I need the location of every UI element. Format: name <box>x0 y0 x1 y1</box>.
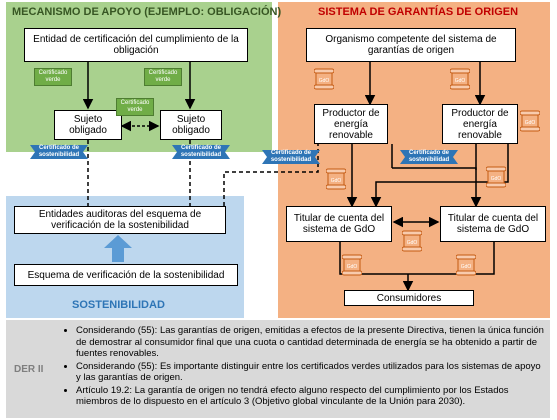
scroll-icon: GdO <box>449 68 471 95</box>
note-item: Artículo 19.2: La garantía de origen no … <box>76 385 548 408</box>
scroll-icon: GdO <box>325 168 347 195</box>
certificado-sostenibilidad-label: Certificado de sostenibilidad <box>38 145 80 158</box>
gdo-label: GdO <box>347 264 358 270</box>
productor-2-box: Productor de energía renovable <box>442 104 518 144</box>
entidades-auditoras-box: Entidades auditoras del esquema de verif… <box>14 206 226 234</box>
ribbon-icon: Certificado de sostenibilidad <box>400 148 458 166</box>
support-mechanism-title: MECANISMO DE APOYO (EJEMPLO: OBLIGACIÓN) <box>12 6 282 18</box>
titular-2-box: Titular de cuenta del sistema de GdO <box>440 206 546 242</box>
scroll-icon: GdO <box>401 230 423 257</box>
notes-label: DER II <box>14 364 44 375</box>
organismo-competente-box: Organismo competente del sistema de gara… <box>306 28 516 62</box>
scroll-icon: GdO <box>313 68 335 95</box>
certificado-sostenibilidad-label: Certificado de sostenibilidad <box>408 150 450 163</box>
scroll-icon: GdO <box>341 254 363 281</box>
certificado-sostenibilidad-label: Certificado de sostenibilidad <box>270 150 312 163</box>
ribbon-icon: Certificado de sostenibilidad <box>172 143 230 161</box>
titular-1-box: Titular de cuenta del sistema de GdO <box>286 206 392 242</box>
guarantees-title: SISTEMA DE GARANTÍAS DE ORIGEN <box>318 6 519 18</box>
gdo-label: GdO <box>461 264 472 270</box>
notes-panel <box>6 320 550 418</box>
gdo-label: GdO <box>331 178 342 184</box>
certificado-verde-badge: Certificado verde <box>116 98 154 116</box>
sujeto-obligado-1-box: Sujeto obligado <box>54 110 122 140</box>
ribbon-icon: Certificado de sostenibilidad <box>30 143 88 161</box>
certificado-verde-badge: Certificado verde <box>144 68 182 86</box>
gdo-label: GdO <box>525 120 536 126</box>
ribbon-icon: Certificado de sostenibilidad <box>262 148 320 166</box>
consumidores-box: Consumidores <box>344 290 474 306</box>
esquema-verificacion-box: Esquema de verificación de la sostenibil… <box>14 264 238 286</box>
sustainability-title: SOSTENIBILIDAD <box>72 299 165 311</box>
gdo-label: GdO <box>491 176 502 182</box>
productor-1-box: Productor de energía renovable <box>314 104 388 144</box>
certificado-sostenibilidad-label: Certificado de sostenibilidad <box>180 145 222 158</box>
up-arrow-icon <box>104 235 132 262</box>
entidad-certificacion-box: Entidad de certificación del cumplimient… <box>24 28 248 62</box>
arrow-productor1-titular2 <box>392 167 482 208</box>
certificado-verde-badge: Certificado verde <box>34 68 72 86</box>
line-titular1-consumidores <box>339 242 408 275</box>
scroll-icon: GdO <box>519 110 541 137</box>
gdo-label: GdO <box>455 78 466 84</box>
gdo-label: GdO <box>319 78 330 84</box>
note-item: Considerando (55): Las garantías de orig… <box>76 325 548 360</box>
note-item: Considerando (55): Es importante disting… <box>76 361 548 384</box>
scroll-icon: GdO <box>455 254 477 281</box>
gdo-label: GdO <box>407 240 418 246</box>
arrow-productor2-titular1 <box>370 144 509 208</box>
sujeto-obligado-2-box: Sujeto obligado <box>160 110 222 140</box>
line-titular2-consumidores <box>408 242 495 275</box>
dash-auditoras-productor <box>223 140 319 206</box>
scroll-icon: GdO <box>485 166 507 193</box>
notes-list: Considerando (55): Las garantías de orig… <box>64 325 548 409</box>
